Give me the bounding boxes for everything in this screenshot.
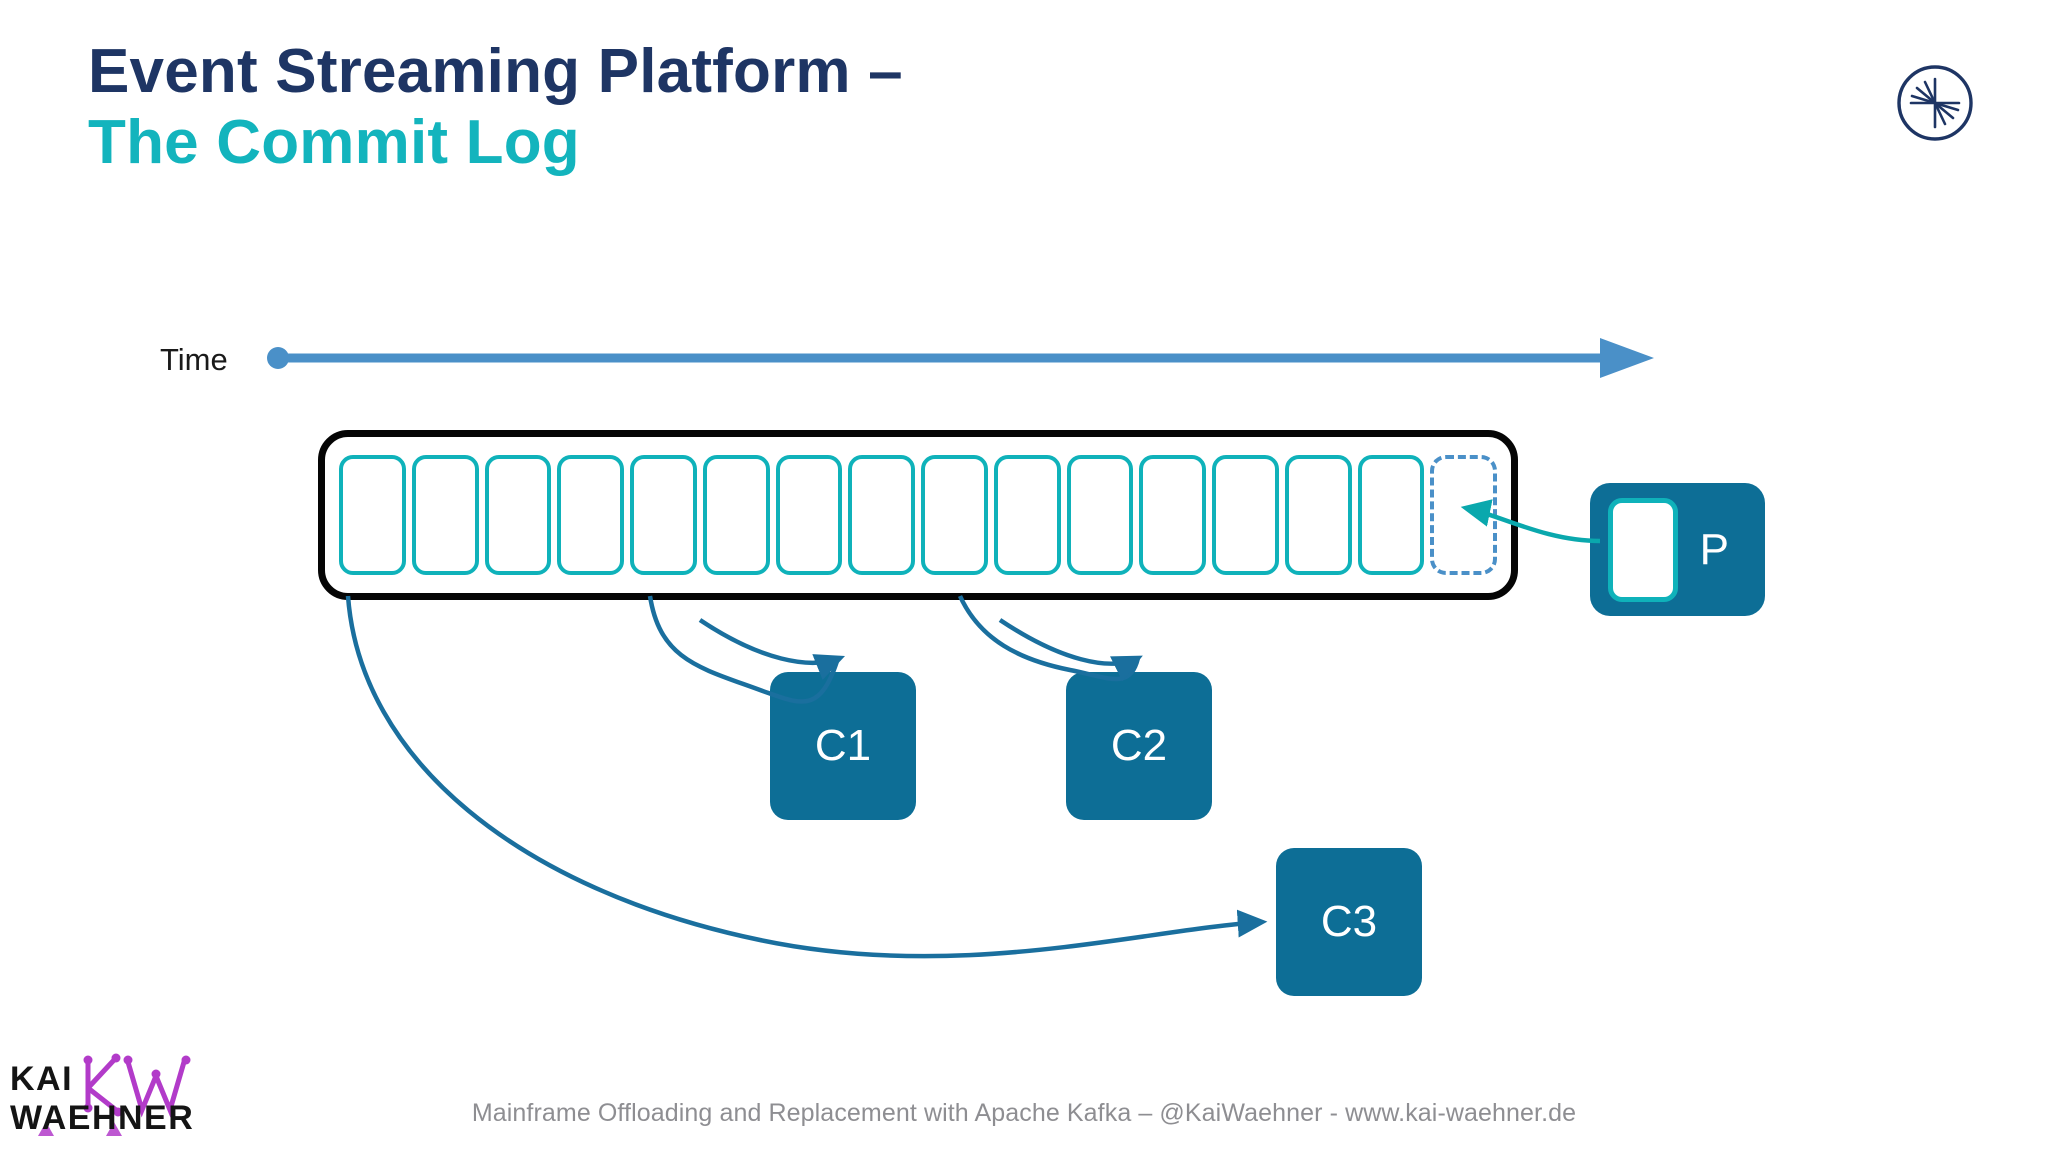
consumer-c2-label: C2 — [1110, 721, 1168, 770]
producer-record-cell — [1608, 498, 1678, 602]
title-line-secondary: The Commit Log — [88, 108, 580, 178]
log-cell-pending[interactable] — [1430, 455, 1497, 575]
log-cell[interactable] — [557, 455, 624, 575]
log-cell[interactable] — [993, 455, 1061, 575]
log-cell[interactable] — [484, 455, 552, 575]
log-cell[interactable] — [1139, 455, 1206, 575]
cell-to-consumer-c1-arrow-head — [698, 618, 846, 680]
kai-waehner-wordmark: KAI WAEHNER — [10, 1060, 195, 1137]
log-cell[interactable] — [1066, 455, 1134, 575]
consumer-c1-label: C1 — [814, 721, 872, 770]
consumer-c3-label: C3 — [1320, 897, 1378, 946]
cell-to-consumer-c2-arrow — [957, 595, 1141, 682]
title-line-primary: Event Streaming Platform – — [88, 37, 903, 106]
consumer-c1-box[interactable]: C1 — [770, 672, 916, 820]
time-axis: Time — [160, 330, 1680, 390]
time-axis-arrowhead-icon — [1600, 338, 1654, 378]
commit-log-container — [318, 430, 1518, 600]
confluent-logo-icon — [1894, 62, 1976, 144]
log-cell[interactable] — [339, 455, 406, 575]
log-cell[interactable] — [1284, 455, 1352, 575]
page-title: Event Streaming Platform – The Commit Lo… — [88, 37, 903, 178]
log-cell[interactable] — [411, 455, 479, 575]
footer-text: Mainframe Offloading and Replacement wit… — [471, 1099, 1577, 1127]
log-cell[interactable] — [1212, 455, 1279, 575]
consumer-c3-box[interactable]: C3 — [1276, 848, 1422, 996]
kai-waehner-logo: KAI WAEHNER — [10, 1044, 260, 1144]
log-cell[interactable] — [1357, 455, 1425, 575]
cell-to-consumer-c2-arrow-head — [998, 618, 1143, 682]
consumer-c2-box[interactable]: C2 — [1066, 672, 1212, 820]
time-axis-label: Time — [160, 342, 228, 377]
log-cell[interactable] — [702, 455, 770, 575]
producer-label: P — [1699, 524, 1729, 574]
log-cell[interactable] — [775, 455, 843, 575]
log-cell[interactable] — [848, 455, 915, 575]
log-cell[interactable] — [921, 455, 988, 575]
log-cell[interactable] — [630, 455, 697, 575]
